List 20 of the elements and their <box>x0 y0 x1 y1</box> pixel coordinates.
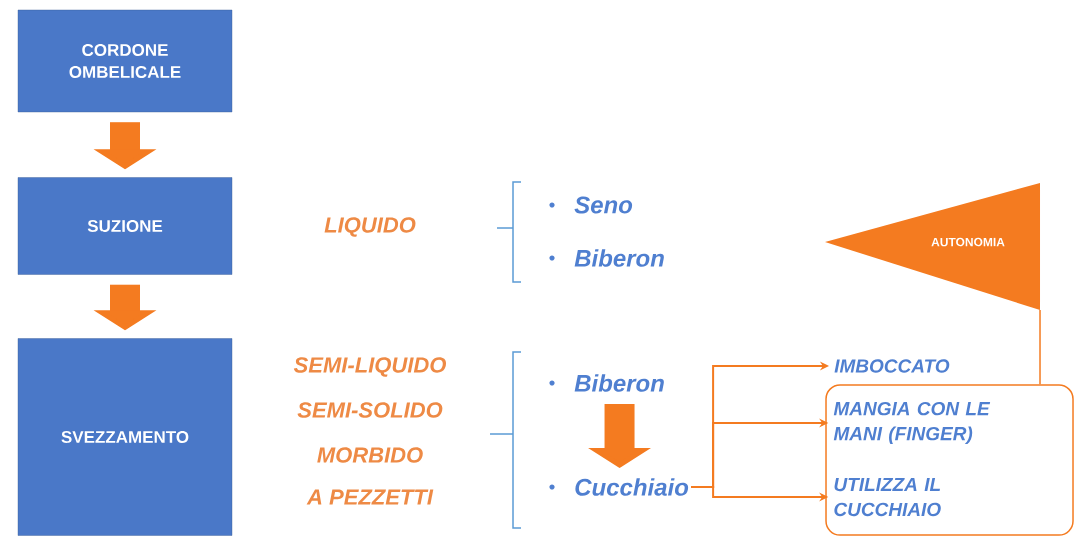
process-box: CORDONE OMBELICALE <box>17 9 233 113</box>
list-item: Biberon <box>549 374 664 392</box>
flag: AUTONOMIA <box>825 183 1040 310</box>
text-item: MANGIA CON LE MANI (FINGER) <box>833 401 991 445</box>
food-label: MORBIDO <box>317 447 423 463</box>
list-item: Biberon <box>549 249 664 267</box>
food-label: LIQUIDO <box>324 217 416 237</box>
list-item: Cucchiaio <box>549 478 689 496</box>
node-label: Biberon <box>574 374 664 392</box>
food-label: SEMI-LIQUIDO <box>293 357 447 377</box>
text-item: UTILIZZA IL CUCCHIAIO <box>834 477 941 517</box>
text-item: IMBOCCATO <box>834 359 950 373</box>
flag-pole <box>1039 309 1041 385</box>
list-item: Seno <box>549 196 633 214</box>
node-label: Cucchiaio <box>575 478 689 496</box>
process-box: SVEZZAMENTO <box>17 338 233 536</box>
process-box: SUZIONE <box>17 177 233 275</box>
food-label: A PEZZETTI <box>306 489 434 505</box>
rounded-box <box>825 384 1074 536</box>
food-label: SEMI-SOLIDO <box>297 402 443 418</box>
